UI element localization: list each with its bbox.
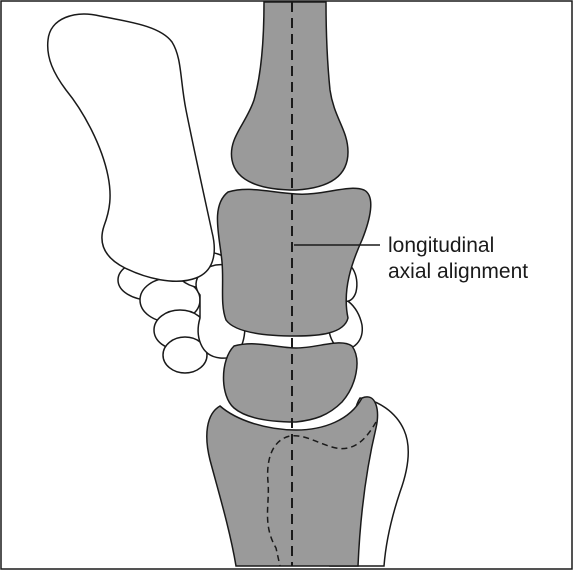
callout-label-line1: longitudinal <box>388 233 528 259</box>
gray-bone-second <box>217 188 370 336</box>
gray-bone-top <box>231 2 348 190</box>
gray-bone-third <box>224 343 357 422</box>
callout-label-line2: axial alignment <box>388 259 528 285</box>
outlined-bone-upper <box>48 14 215 281</box>
callout-label: longitudinal axial alignment <box>388 233 528 285</box>
